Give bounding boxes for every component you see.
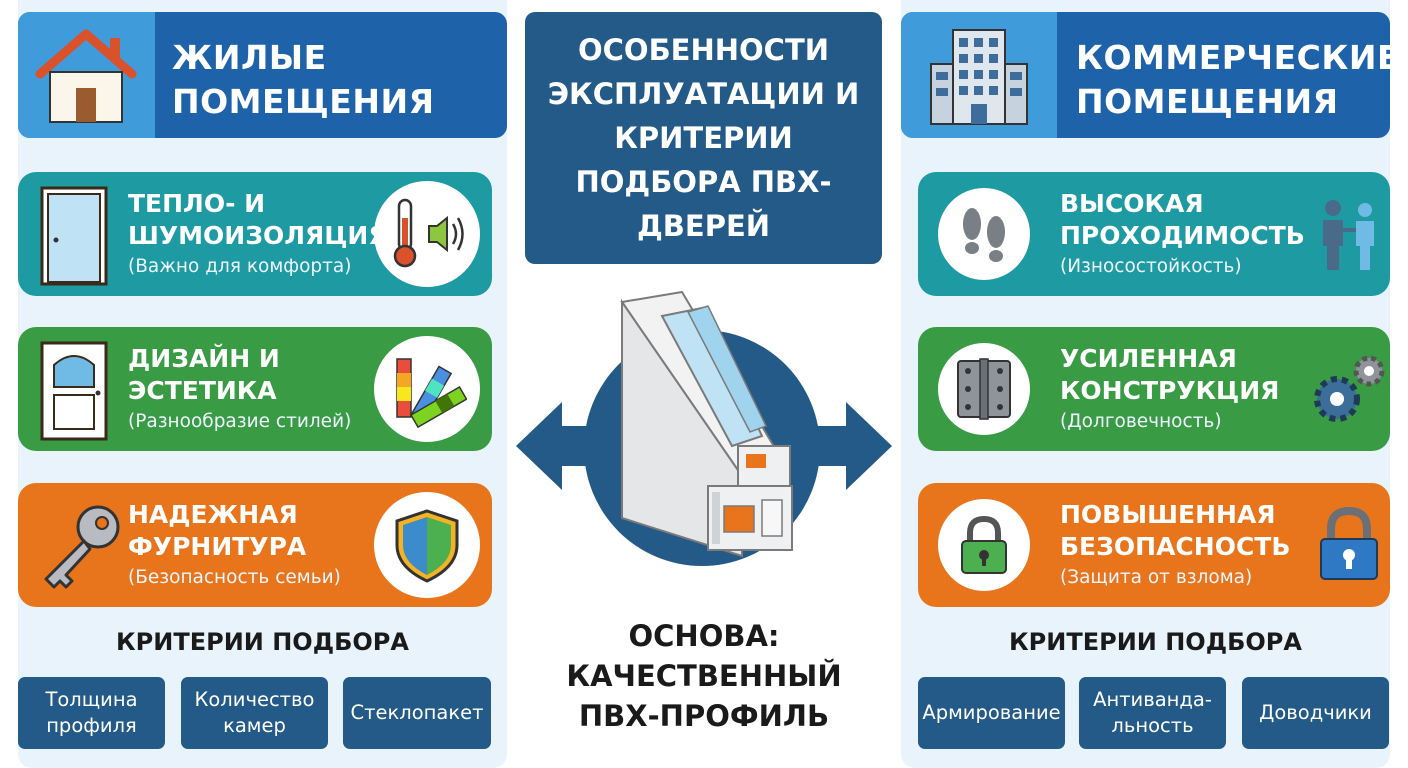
card-security: ПОВЫШЕННАЯ БЕЗОПАСНОСТЬ (Защита от взлом… <box>918 483 1390 607</box>
criteria-chambers: Количество камер <box>181 677 328 749</box>
gears-icon <box>1296 336 1390 442</box>
card-construction-line2: КОНСТРУКЦИЯ <box>1060 376 1280 405</box>
color-palette-icon <box>374 336 480 442</box>
base-caption: ОСНОВА: КАЧЕСТВЕННЫЙ ПВХ-ПРОФИЛЬ <box>560 616 848 736</box>
key-icon <box>28 493 132 597</box>
criteria-reinforcement: Армирование <box>918 677 1065 749</box>
card-traffic: ВЫСОКАЯ ПРОХОДИМОСТЬ (Износостойкость) <box>918 172 1390 296</box>
center-title: ОСОБЕННОСТИ ЭКСПЛУАТАЦИИ И КРИТЕРИИ ПОДБ… <box>547 33 860 243</box>
card-security-line1: ПОВЫШЕННАЯ <box>1060 500 1276 529</box>
card-design-line2: ЭСТЕТИКА <box>128 376 277 405</box>
card-hardware: НАДЕЖНАЯ ФУРНИТУРА (Безопасность семьи) <box>18 483 492 607</box>
card-insulation: ТЕПЛО- И ШУМОИЗОЛЯЦИЯ (Важно для комфорт… <box>18 172 492 296</box>
card-insulation-line2: ШУМОИЗОЛЯЦИЯ <box>128 221 388 250</box>
criteria-profile-thickness: Толщина профиля <box>18 677 165 749</box>
criteria-label: Доводчики <box>1259 701 1372 724</box>
commercial-header: КОММЕРЧЕСКИЕ ПОМЕЩЕНИЯ <box>901 12 1390 138</box>
card-insulation-line1: ТЕПЛО- И <box>128 189 266 218</box>
card-hardware-line2: ФУРНИТУРА <box>128 532 307 561</box>
commercial-panel: КОММЕРЧЕСКИЕ ПОМЕЩЕНИЯ ВЫСОКАЯ ПРОХОДИМО… <box>901 0 1390 768</box>
card-design-line1: ДИЗАЙН И <box>128 344 280 373</box>
commercial-title: КОММЕРЧЕСКИЕ ПОМЕЩЕНИЯ <box>1076 36 1390 124</box>
base-caption-line1: ОСНОВА: <box>628 619 780 653</box>
residential-criteria-title: КРИТЕРИИ ПОДБОРА <box>116 628 409 656</box>
blue-padlock-icon <box>1296 492 1390 598</box>
criteria-anti-vandal: Антиванда-льность <box>1079 677 1226 749</box>
hinge-icon <box>938 343 1030 435</box>
card-security-subtitle: (Защита от взлома) <box>1060 567 1253 588</box>
residential-header: ЖИЛЫЕ ПОМЕЩЕНИЯ <box>18 12 507 138</box>
card-hardware-subtitle: (Безопасность семьи) <box>128 567 341 588</box>
residential-title: ЖИЛЫЕ ПОМЕЩЕНИЯ <box>172 36 435 124</box>
card-traffic-line1: ВЫСОКАЯ <box>1060 189 1204 218</box>
commercial-criteria-title: КРИТЕРИИ ПОДБОРА <box>1009 628 1302 656</box>
base-caption-line2: КАЧЕСТВЕННЫЙ <box>566 659 842 693</box>
card-construction: УСИЛЕННАЯ КОНСТРУКЦИЯ (Долговечность) <box>918 327 1390 451</box>
people-icon <box>1296 181 1390 287</box>
criteria-label: льность <box>1111 714 1194 737</box>
door-panel-icon <box>28 337 132 441</box>
criteria-label: Количество <box>194 688 315 711</box>
door-icon <box>28 182 132 286</box>
criteria-label: камер <box>223 714 286 737</box>
criteria-glazing: Стеклопакет <box>343 677 491 749</box>
card-traffic-subtitle: (Износостойкость) <box>1060 256 1242 277</box>
card-hardware-line1: НАДЕЖНАЯ <box>128 500 298 529</box>
shield-icon <box>374 492 480 598</box>
thermometer-sound-icon <box>374 181 480 287</box>
criteria-label: Армирование <box>922 701 1061 724</box>
center-title-box: ОСОБЕННОСТИ ЭКСПЛУАТАЦИИ И КРИТЕРИИ ПОДБ… <box>525 12 882 264</box>
criteria-label: Стеклопакет <box>350 701 484 724</box>
card-traffic-line2: ПРОХОДИМОСТЬ <box>1060 221 1305 250</box>
residential-title-line2: ПОМЕЩЕНИЯ <box>172 82 435 121</box>
card-insulation-subtitle: (Важно для комфорта) <box>128 256 352 277</box>
green-padlock-icon <box>938 499 1030 591</box>
commercial-title-line2: ПОМЕЩЕНИЯ <box>1076 82 1339 121</box>
card-construction-line1: УСИЛЕННАЯ <box>1060 344 1237 373</box>
commercial-title-line1: КОММЕРЧЕСКИЕ <box>1076 38 1390 77</box>
pvc-profile-graphic <box>516 290 892 566</box>
criteria-label: Антиванда- <box>1093 688 1212 711</box>
criteria-label: Толщина <box>45 688 138 711</box>
criteria-door-closers: Доводчики <box>1242 677 1389 749</box>
card-design: ДИЗАЙН И ЭСТЕТИКА (Разнообразие стилей) <box>18 327 492 451</box>
card-construction-subtitle: (Долговечность) <box>1060 411 1222 432</box>
footprints-icon <box>938 188 1030 280</box>
card-design-subtitle: (Разнообразие стилей) <box>128 411 352 432</box>
base-caption-line3: ПВХ-ПРОФИЛЬ <box>578 699 830 733</box>
card-security-line2: БЕЗОПАСНОСТЬ <box>1060 532 1291 561</box>
residential-panel: ЖИЛЫЕ ПОМЕЩЕНИЯ ТЕПЛО- И ШУМОИЗОЛЯЦИЯ (В… <box>18 0 507 768</box>
residential-title-line1: ЖИЛЫЕ <box>172 38 327 77</box>
office-building-icon <box>901 12 1057 138</box>
criteria-label: профиля <box>46 714 137 737</box>
house-icon <box>18 12 155 138</box>
